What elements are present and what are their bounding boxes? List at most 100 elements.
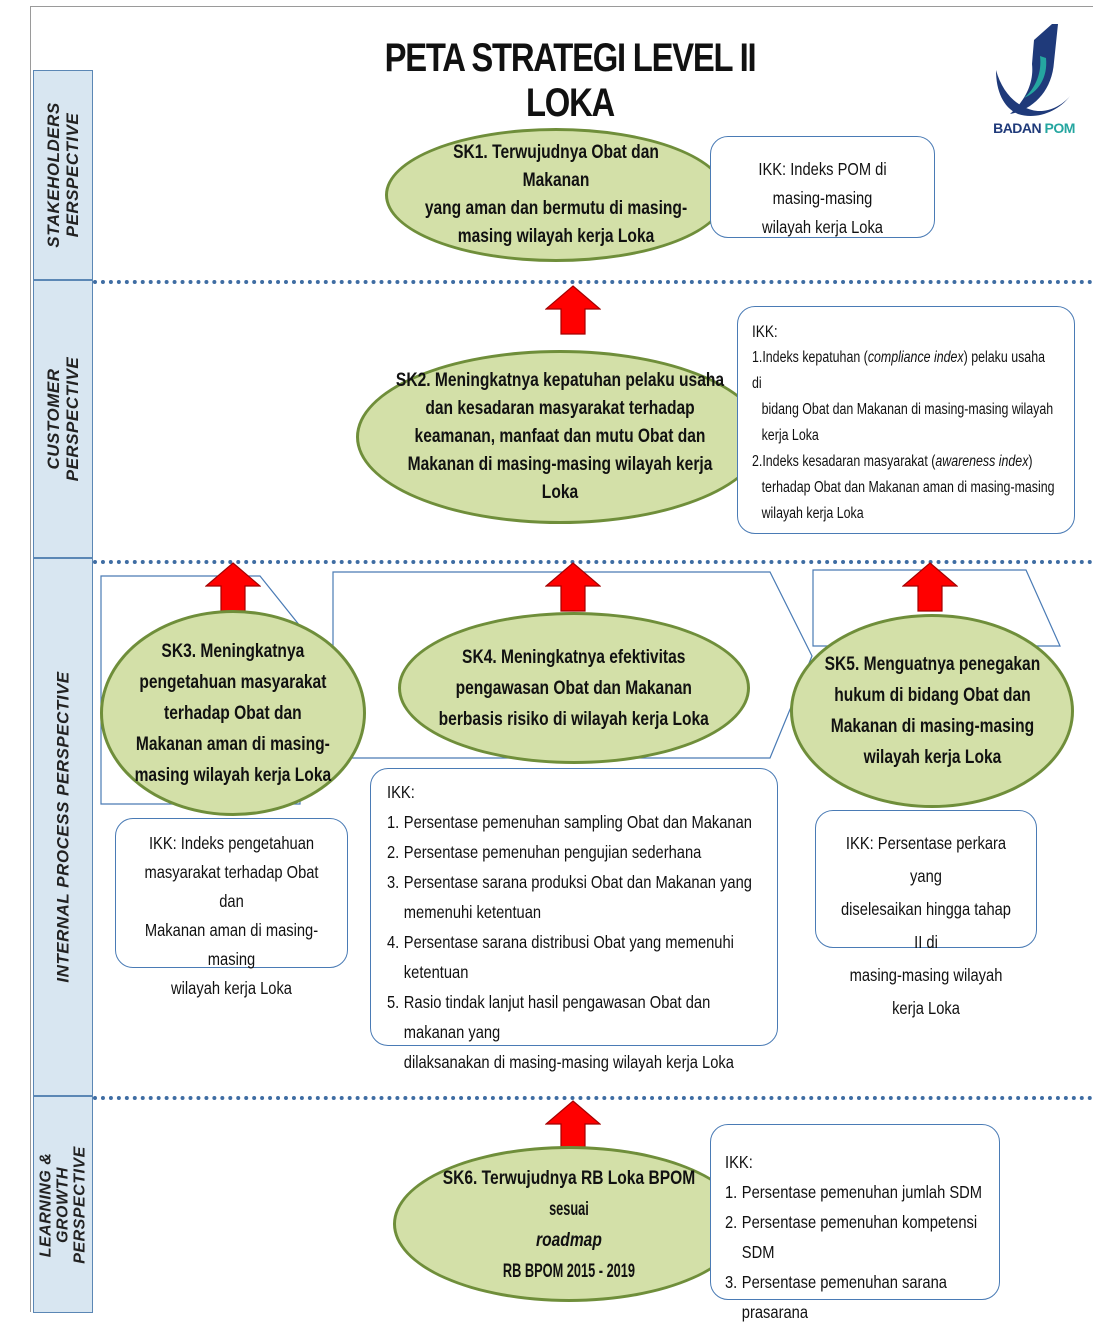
learning-growth-perspective-label: LEARNING & GROWTH PERSPECTIVE [38, 1146, 89, 1264]
band-label-line: PERSPECTIVE [63, 356, 82, 482]
sk3-ellipse: SK3. Meningkatnya pengetahuan masyarakat… [100, 610, 366, 816]
stakeholders-perspective-label: STAKEHOLDERS PERSPECTIVE [44, 102, 82, 247]
ikk1-text: IKK: Indeks POM di masing-masing wilayah… [732, 155, 913, 242]
ikk2-item1-line: kerja Loka [761, 427, 819, 444]
ikk4-text: IKK: 1.Persentase pemenuhan sampling Oba… [387, 777, 773, 1077]
sk1-text: SK1. Terwujudnya Obat dan Makanan yang a… [418, 139, 694, 251]
sk1-ellipse: SK1. Terwujudnya Obat dan Makanan yang a… [385, 128, 727, 262]
item-number: 4. [387, 932, 400, 952]
item-line: Rasio tindak lanjut hasil pengawasan Oba… [403, 992, 711, 1042]
item-text: Persentase pemenuhan sarana prasarana [741, 1272, 947, 1322]
item-text: Persentase pemenuhan jumlah SDM [741, 1182, 983, 1202]
ikk4-list: 1.Persentase pemenuhan sampling Obat dan… [387, 807, 773, 1077]
ikk4-item: 5.Rasio tindak lanjut hasil pengawasan O… [387, 987, 773, 1077]
sk5-text: SK5. Menguatnya penegakan hukum di bidan… [824, 649, 1040, 773]
sk6-line: sesuai roadmap RB BPOM 2015 - 2019 [443, 1196, 695, 1286]
ikk2-text: IKK: 1.Indeks kepatuhan (compliance inde… [752, 319, 1056, 527]
sk1-line: SK1. Terwujudnya Obat dan Makanan [453, 142, 659, 191]
badan-pom-logo: BADAN POM [992, 22, 1076, 142]
item-number: 1. [725, 1182, 738, 1202]
logo-text-badan: BADAN [993, 120, 1042, 136]
ikk2-heading: IKK: [752, 322, 778, 341]
ikk3-line: Makanan aman di masing-masing [144, 920, 319, 969]
diagram-title: PETA STRATEGI LEVEL II LOKA [384, 36, 757, 125]
sk6-text: SK6. Terwujudnya RB Loka BPOM sesuai roa… [443, 1162, 695, 1286]
ikk3-line: IKK: Indeks pengetahuan [148, 833, 315, 853]
up-arrow-icon [545, 562, 601, 612]
item-body: Persentase sarana distribusi Obat yang m… [404, 927, 774, 987]
sk3-line: Makanan aman di masing- [136, 733, 330, 755]
sk5-line: hukum di bidang Obat dan [833, 685, 1031, 706]
ikk2-item1-a: 1.Indeks kepatuhan ( [752, 349, 868, 366]
ikk1-box: IKK: Indeks POM di masing-masing wilayah… [710, 136, 935, 238]
sk3-text: SK3. Meningkatnya pengetahuan masyarakat… [135, 636, 332, 791]
logo-mark-icon [996, 24, 1070, 116]
ikk3-text: IKK: Indeks pengetahuan masyarakat terha… [136, 829, 327, 1003]
internal-process-perspective-band: INTERNAL PROCESS PERSPECTIVE [33, 558, 93, 1096]
ikk3-line: wilayah kerja Loka [171, 978, 292, 998]
item-body: Persentase pemenuhan pengujian sederhana [404, 837, 702, 867]
item-number: 2. [725, 1212, 738, 1232]
divider-internal-learning [93, 1096, 1093, 1100]
item-body: Rasio tindak lanjut hasil pengawasan Oba… [404, 987, 774, 1077]
sk6-line2-em: roadmap [536, 1230, 602, 1251]
ikk2-item2-b: ) [1028, 453, 1033, 470]
ikk6-item: 2.Persentase pemenuhan kompetensi SDM [725, 1207, 1002, 1267]
ikk6-heading: IKK: [725, 1152, 753, 1172]
logo-text: BADAN POM [992, 120, 1076, 136]
sk3-line: pengetahuan masyarakat [139, 671, 327, 693]
divider-stakeholders-customer [93, 280, 1093, 284]
internal-process-perspective-label: INTERNAL PROCESS PERSPECTIVE [54, 671, 73, 982]
ikk6-item: 1.Persentase pemenuhan jumlah SDM [725, 1177, 1002, 1207]
ikk4-box: IKK: 1.Persentase pemenuhan sampling Oba… [370, 768, 778, 1072]
item-line: dilaksanakan di masing-masing wilayah ke… [403, 1052, 734, 1072]
ikk4-item: 4.Persentase sarana distribusi Obat yang… [387, 927, 773, 987]
band-label-line: PERSPECTIVE [71, 1145, 89, 1264]
ikk5-text: IKK: Persentase perkara yang diselesaika… [835, 827, 1016, 1025]
item-text: Persentase pemenuhan kompetensi SDM [741, 1212, 978, 1262]
ikk5-box: IKK: Persentase perkara yang diselesaika… [815, 810, 1037, 1018]
sk5-line: Makanan di masing-masing [830, 716, 1034, 737]
band-label-line: PERSPECTIVE [63, 112, 82, 238]
ikk5-line: IKK: Persentase perkara yang [845, 833, 1007, 886]
ikk4-item: 3.Persentase sarana produksi Obat dan Ma… [387, 867, 773, 927]
item-line: Persentase sarana distribusi Obat yang m… [403, 932, 734, 982]
item-number: 3. [725, 1272, 738, 1292]
ikk1-line: IKK: Indeks POM di masing-masing [758, 159, 887, 208]
logo-text-pom: POM [1044, 120, 1076, 136]
up-arrow-icon [545, 285, 601, 335]
sk4-line: pengawasan Obat dan Makanan [455, 677, 693, 699]
sk6-line2-b: RB BPOM 2015 - 2019 [502, 1261, 636, 1282]
item-body: Persentase pemenuhan sampling Obat dan M… [404, 807, 752, 837]
band-label-line: GROWTH [54, 1166, 72, 1243]
ikk3-line: masyarakat terhadap Obat dan [144, 862, 319, 911]
item-number: 3. [387, 872, 400, 892]
item-line: Persentase pemenuhan pengujian sederhana [403, 842, 702, 862]
item-line: Persentase sarana produksi Obat dan Maka… [403, 872, 752, 892]
item-number: 2. [387, 842, 400, 862]
up-arrow-icon [545, 1100, 601, 1150]
item-number: 5. [387, 992, 400, 1012]
item-line: memenuhi ketentuan [403, 902, 542, 922]
sk2-line: SK2. Meningkatnya kepatuhan pelaku usaha [395, 370, 725, 391]
ikk3-box: IKK: Indeks pengetahuan masyarakat terha… [115, 818, 348, 998]
band-label-line: INTERNAL PROCESS PERSPECTIVE [53, 671, 73, 983]
sk4-text: SK4. Meningkatnya efektivitas pengawasan… [439, 642, 709, 735]
ikk4-heading: IKK: [387, 782, 415, 802]
sk3-line: masing wilayah kerja Loka [134, 764, 332, 786]
sk2-line: dan kesadaran masyarakat terhadap [425, 398, 695, 419]
ikk6-list: 1.Persentase pemenuhan jumlah SDM 2.Pers… [725, 1177, 1002, 1327]
ikk2-item1-em: compliance index [867, 349, 964, 366]
ikk2-item1: 1.Indeks kepatuhan (compliance index) pe… [752, 345, 1056, 397]
ikk2-item1-line: bidang Obat dan Makanan di masing-masing… [761, 401, 1054, 418]
sk2-text: SK2. Meningkatnya kepatuhan pelaku usaha… [395, 367, 725, 507]
ikk6-box: IKK: 1.Persentase pemenuhan jumlah SDM 2… [710, 1124, 1000, 1322]
ikk2-item2: 2.Indeks kesadaran masyarakat (awareness… [752, 449, 1056, 475]
band-label-line: STAKEHOLDERS [44, 102, 63, 248]
ikk2-item2-a: 2.Indeks kesadaran masyarakat ( [752, 453, 936, 470]
ikk2-item1-b: ) pelaku usaha di [752, 349, 1045, 392]
ikk1-line: wilayah kerja Loka [762, 217, 883, 237]
sk5-line: SK5. Menguatnya penegakan [824, 654, 1040, 675]
sk2-ellipse: SK2. Meningkatnya kepatuhan pelaku usaha… [356, 350, 764, 524]
band-label-line: LEARNING & [37, 1152, 55, 1257]
